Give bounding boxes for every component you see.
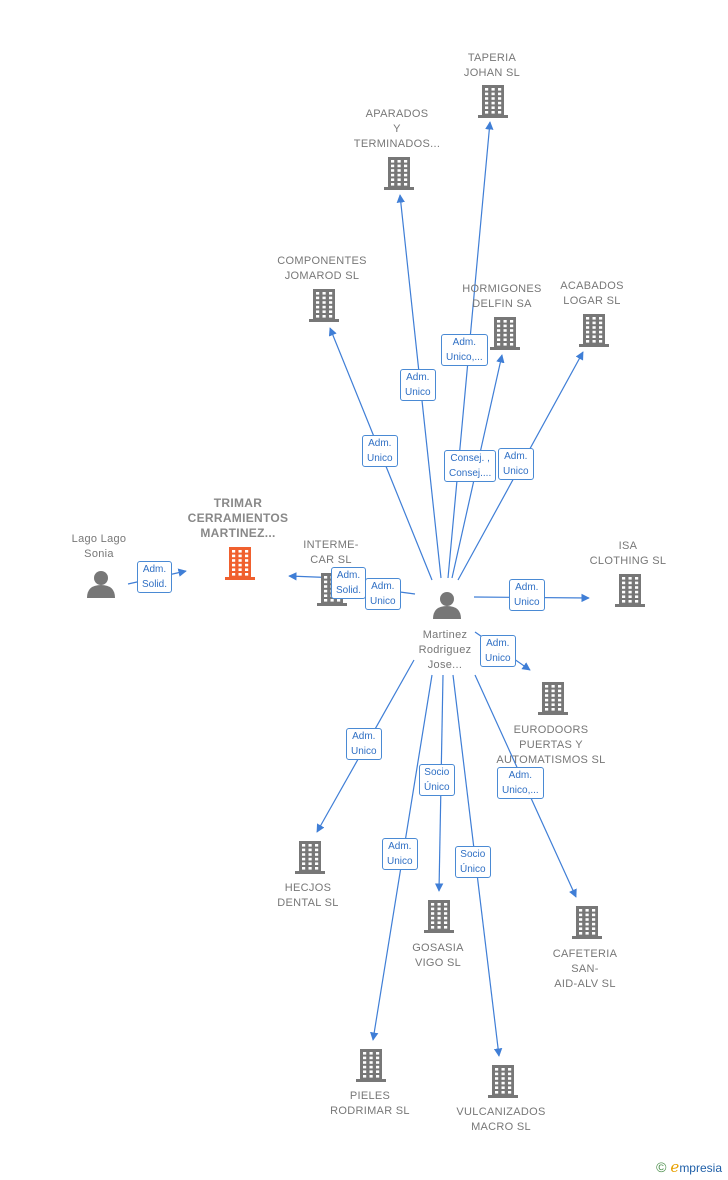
node-label-pieles[interactable]: PIELES RODRIMAR SL	[330, 1090, 410, 1117]
empresia-watermark: ©empresia	[656, 1158, 722, 1176]
edge-label-center-acabados[interactable]: Adm. Unico	[498, 448, 534, 480]
node-label-lago[interactable]: Lago Lago Sonia	[71, 533, 127, 560]
brand-initial: e	[670, 1158, 680, 1176]
building-icon-trimar[interactable]	[225, 547, 255, 580]
edge-label-center-pieles[interactable]: Adm. Unico	[382, 838, 418, 870]
person-icon-lago[interactable]	[87, 571, 115, 598]
edge-label-center-cafeteria[interactable]: Adm. Unico,...	[497, 767, 544, 799]
edge-label-lago-trimar[interactable]: Adm. Solid.	[137, 561, 173, 593]
building-icon-pieles[interactable]	[356, 1049, 386, 1082]
node-label-hormigones[interactable]: HORMIGONES DELFIN SA	[462, 283, 542, 310]
edge-label-center-isa[interactable]: Adm. Unico	[509, 579, 545, 611]
edge-label-center-eurodoors[interactable]: Adm. Unico	[480, 635, 516, 667]
building-icon-eurodoors[interactable]	[538, 682, 568, 715]
building-icon-aparados[interactable]	[384, 157, 414, 190]
edge-label-center-hecjos[interactable]: Adm. Unico	[346, 728, 382, 760]
edge-label-intermecar-trimar[interactable]: Adm. Solid.	[331, 567, 367, 599]
person-icon-center[interactable]	[433, 592, 461, 619]
building-icon-hecjos[interactable]	[295, 841, 325, 874]
edge-label-center-componentes[interactable]: Adm. Unico	[362, 435, 398, 467]
node-label-cafeteria[interactable]: CAFETERIA SAN- AID-ALV SL	[552, 948, 618, 990]
edge-label-center-hormigones[interactable]: Consej. , Consej....	[444, 450, 497, 482]
node-label-intermecar[interactable]: INTERME- CAR SL	[303, 539, 359, 566]
edge-label-center-gosasia[interactable]: Socio Único	[419, 764, 455, 796]
brand-name: mpresia	[679, 1161, 722, 1175]
edge-label-center-taperia[interactable]: Adm. Unico,...	[441, 334, 488, 366]
edge-label-center-aparados[interactable]: Adm. Unico	[400, 369, 436, 401]
node-label-vulcanizados[interactable]: VULCANIZADOS MACRO SL	[456, 1106, 546, 1133]
edge-label-center-intermecar[interactable]: Adm. Unico	[365, 578, 401, 610]
copyright-symbol: ©	[656, 1159, 667, 1175]
node-label-componentes[interactable]: COMPONENTES JOMAROD SL	[277, 255, 367, 282]
node-label-taperia[interactable]: TAPERIA JOHAN SL	[463, 52, 521, 79]
building-icon-componentes[interactable]	[309, 289, 339, 322]
building-icon-taperia[interactable]	[478, 85, 508, 118]
building-icon-acabados[interactable]	[579, 314, 609, 347]
edge-label-center-vulcanizados[interactable]: Socio Único	[455, 846, 491, 878]
node-label-eurodoors[interactable]: EURODOORS PUERTAS Y AUTOMATISMOS SL	[496, 724, 606, 766]
building-icon-isa[interactable]	[615, 574, 645, 607]
node-label-aparados[interactable]: APARADOS Y TERMINADOS...	[353, 108, 441, 150]
node-label-hecjos[interactable]: HECJOS DENTAL SL	[277, 882, 339, 909]
node-label-center[interactable]: Martinez Rodriguez Jose...	[418, 629, 472, 671]
building-icon-gosasia[interactable]	[424, 900, 454, 933]
building-icon-cafeteria[interactable]	[572, 906, 602, 939]
building-icon-hormigones[interactable]	[490, 317, 520, 350]
node-label-acabados[interactable]: ACABADOS LOGAR SL	[560, 280, 624, 307]
building-icon-vulcanizados[interactable]	[488, 1065, 518, 1098]
node-label-isa[interactable]: ISA CLOTHING SL	[589, 540, 667, 567]
node-label-gosasia[interactable]: GOSASIA VIGO SL	[412, 942, 464, 969]
node-label-trimar[interactable]: TRIMAR CERRAMIENTOS MARTINEZ...	[187, 496, 289, 540]
